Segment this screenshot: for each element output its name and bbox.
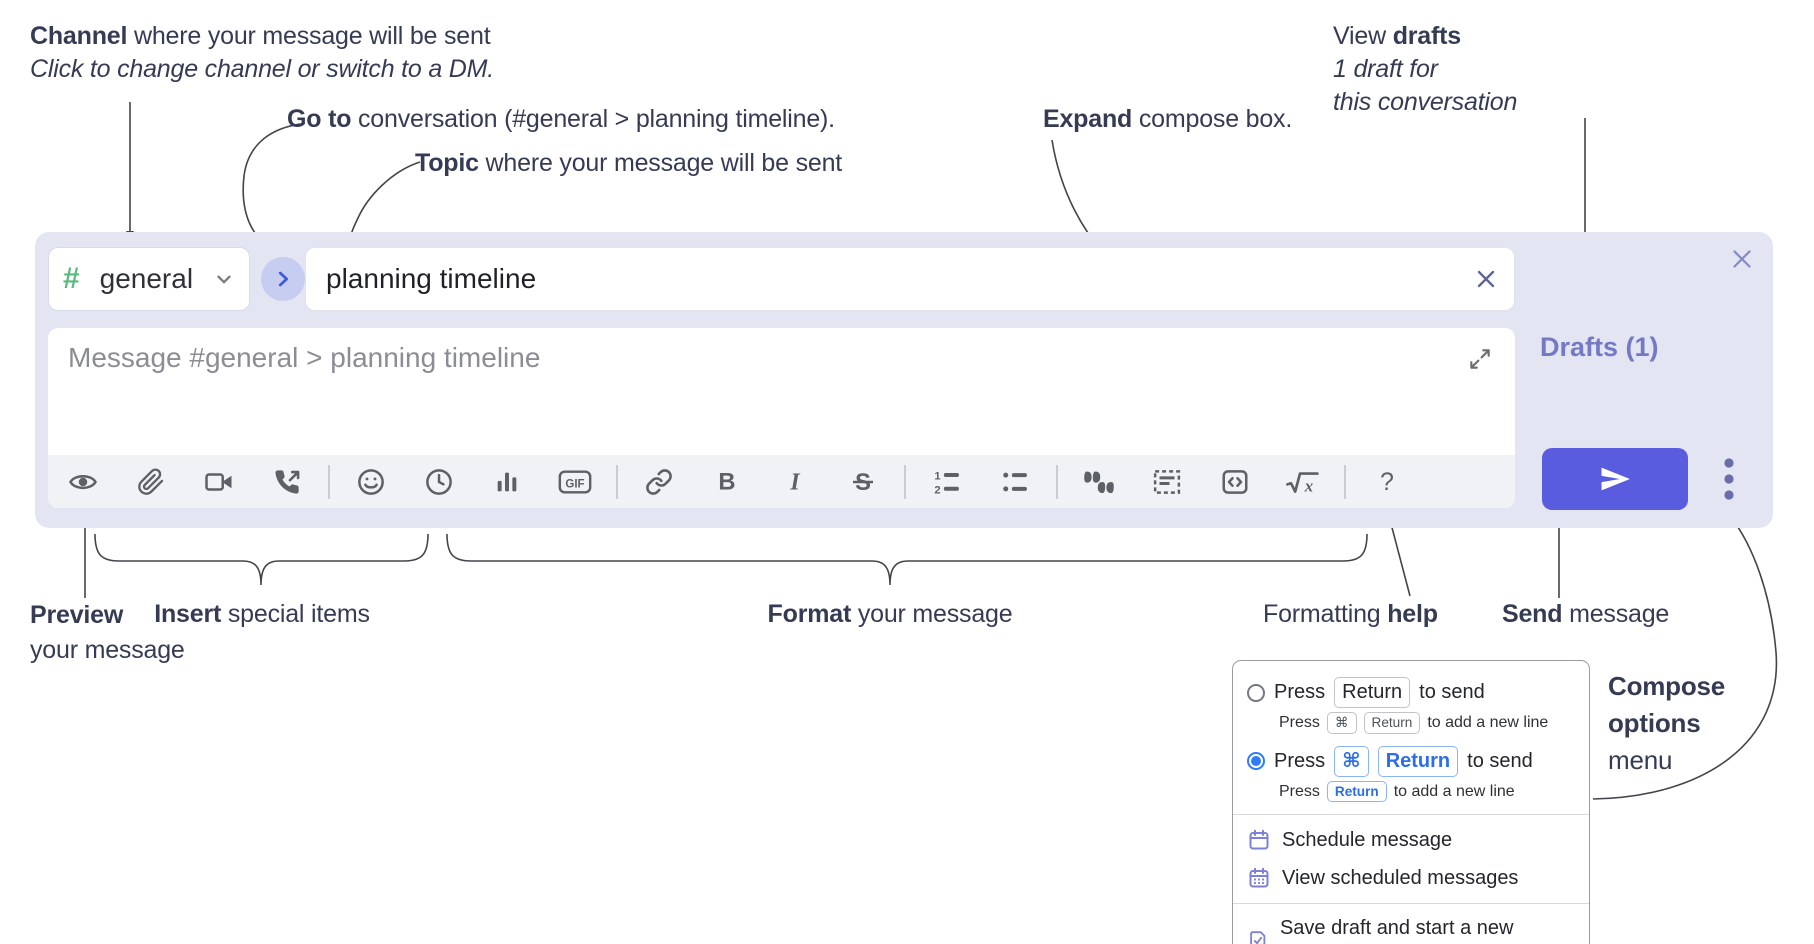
hash-icon: # [63,262,80,295]
toolbar-separator [1344,464,1346,499]
close-compose-button[interactable] [1727,244,1757,274]
spoiler-icon[interactable] [1148,462,1186,502]
topic-input-wrap [305,247,1515,311]
channel-name: general [99,263,194,294]
link-icon[interactable] [640,462,678,502]
bold-icon[interactable]: B [708,462,746,502]
expand-compose-button[interactable] [1467,346,1493,372]
video-call-icon[interactable] [200,462,238,502]
menu-option-cmd-return-subtext: Press Return to add a new line [1233,779,1589,809]
svg-text:1: 1 [934,470,940,482]
annotation-format: Format your message [767,600,1013,628]
quote-icon[interactable] [1080,462,1118,502]
topic-input[interactable] [306,263,1472,295]
go-to-conversation-button[interactable] [261,257,305,301]
keycap-return: Return [1326,780,1387,803]
menu-option-cmd-return-to-send[interactable]: Press ⌘ Return to send [1233,740,1589,779]
math-icon[interactable]: x [1284,462,1322,502]
message-input[interactable] [48,328,1515,455]
close-icon [1477,270,1495,288]
save-draft-icon [1250,931,1266,944]
menu-option-return-to-send[interactable]: Press Return to send [1233,671,1589,710]
preview-eye-icon[interactable] [64,462,102,502]
compose-toolbar: GIF B [48,455,1515,508]
menu-divider [1233,814,1589,816]
menu-option-return-subtext: Press ⌘ Return to add a new line [1233,710,1589,740]
message-box: GIF B [48,328,1515,508]
svg-text:?: ? [1380,468,1394,496]
expand-icon [1470,349,1490,369]
calendar-scheduled-icon [1249,868,1269,888]
svg-text:x: x [1304,476,1313,495]
toolbar-separator [904,464,906,499]
code-icon[interactable] [1216,462,1254,502]
svg-text:B: B [718,468,735,495]
keycap-return: Return [1377,745,1459,777]
channel-selector[interactable]: # general [48,247,250,311]
send-plane-icon [1601,467,1630,491]
menu-item-schedule-message[interactable]: Schedule message [1233,821,1589,859]
clear-topic-button[interactable] [1472,265,1500,293]
annotation-formatting-help: Formatting help [1263,600,1438,628]
annotation-expand: Expand compose box. [1043,105,1293,133]
svg-text:2: 2 [934,484,940,496]
annotation-insert: Insert special items [154,600,370,628]
attach-paperclip-icon[interactable] [132,462,170,502]
keycap-cmd: ⌘ [1326,712,1357,734]
annotation-send: Send message [1502,600,1670,628]
keycap-return: Return [1334,677,1411,708]
svg-text:GIF: GIF [565,478,584,490]
keycap-cmd: ⌘ [1334,745,1369,777]
toolbar-separator [328,464,330,499]
arrow-formatting-help [1387,519,1411,597]
compose-options-kebab-button[interactable] [1707,450,1751,508]
gif-icon[interactable]: GIF [556,462,594,502]
annotation-preview: Preview your message [30,601,185,664]
drafts-link[interactable]: Drafts (1) [1540,332,1659,362]
keycap-return: Return [1363,712,1421,734]
compose-options-menu: Press Return to send Press ⌘ Return to a… [1232,660,1590,944]
annotation-channel: Channel where your message will be sent … [30,22,495,83]
menu-item-view-scheduled-messages[interactable]: View scheduled messages [1233,859,1589,897]
audio-call-icon[interactable] [268,462,306,502]
bulleted-list-icon[interactable] [996,462,1034,502]
brace-format [446,533,1368,586]
strikethrough-icon[interactable]: S [844,462,882,502]
close-icon [1733,250,1751,268]
poll-icon[interactable] [488,462,526,502]
annotation-goto: Go to conversation (#general > planning … [287,105,835,133]
svg-text:I: I [789,469,800,495]
italic-icon[interactable]: I [776,462,814,502]
menu-item-save-draft[interactable]: Save draft and start a new message [1233,910,1589,944]
compose-box: # general [35,232,1773,528]
annotation-compose-options: Compose options menu [1608,671,1726,775]
radio-unselected[interactable] [1247,683,1265,702]
formatting-help-icon[interactable]: ? [1368,462,1406,502]
chevron-right-icon [278,271,289,287]
emoji-icon[interactable] [352,462,390,502]
toolbar-separator [616,464,618,499]
radio-selected[interactable] [1247,752,1265,771]
time-icon[interactable] [420,462,458,502]
brace-insert [94,533,429,586]
arrow-goto [242,123,301,242]
numbered-list-icon[interactable]: 1 2 [928,462,966,502]
menu-divider [1233,903,1589,905]
toolbar-separator [1056,464,1058,499]
kebab-icon [1724,458,1734,500]
calendar-icon [1249,830,1269,850]
chevron-down-icon [217,275,231,284]
send-button[interactable] [1542,448,1688,510]
annotation-view-drafts: View drafts 1 draft for this conversatio… [1333,22,1518,116]
annotation-topic: Topic where your message will be sent [415,149,843,177]
arrow-topic [346,161,421,242]
